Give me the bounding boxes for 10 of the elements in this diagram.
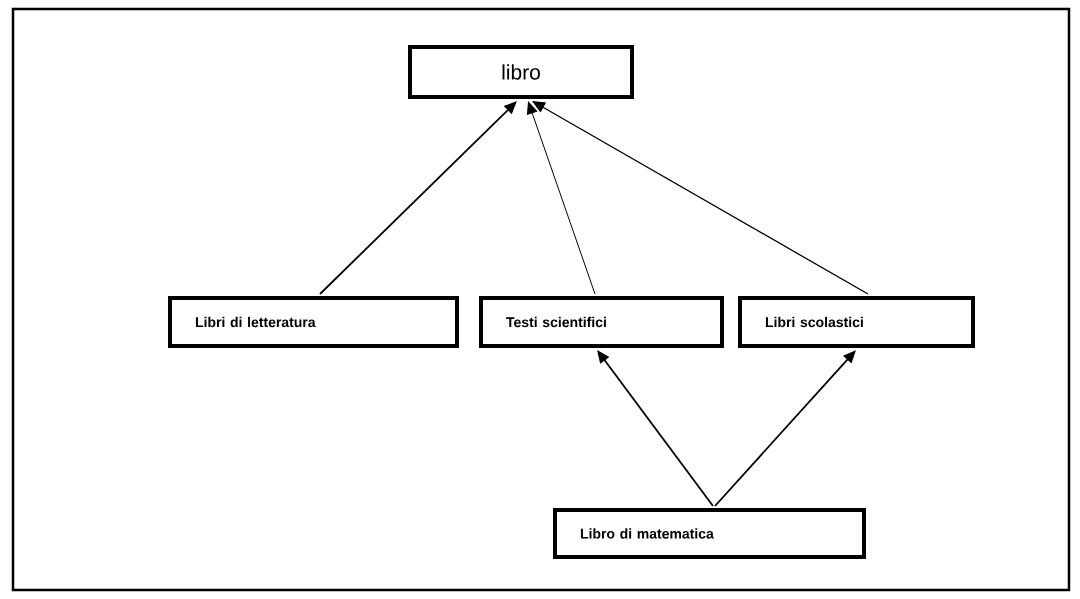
class-box: Testi scientifici bbox=[479, 296, 724, 348]
arrow bbox=[597, 350, 714, 507]
class-box: Libri di letteratura bbox=[168, 296, 459, 348]
arrow bbox=[532, 101, 869, 295]
title-box: libro bbox=[408, 45, 634, 99]
arrow bbox=[319, 101, 517, 295]
arrow bbox=[714, 350, 856, 507]
arrow bbox=[527, 101, 596, 295]
class-box: Libro di matematica bbox=[553, 508, 866, 559]
class-box: Libri scolastici bbox=[738, 296, 975, 348]
